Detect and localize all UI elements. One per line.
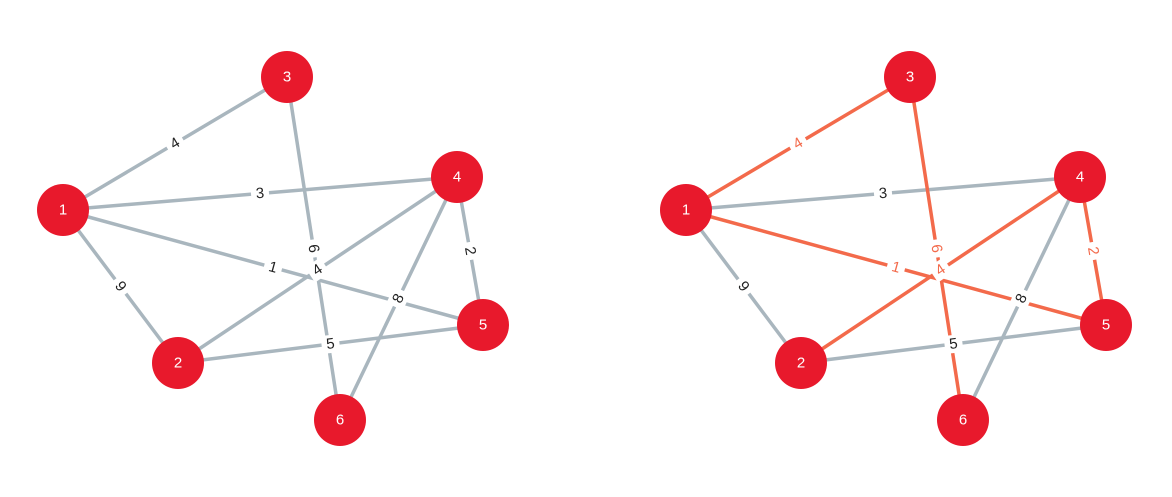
node-label-4: 4 bbox=[1076, 169, 1084, 186]
node-label-4: 4 bbox=[453, 169, 461, 186]
edge-weight-label-4-5: 2 bbox=[1084, 245, 1102, 256]
edge-weight-label-1-4: 3 bbox=[878, 185, 888, 203]
edge-label-background bbox=[303, 238, 324, 259]
edge-label-background bbox=[162, 131, 188, 156]
node-4 bbox=[431, 151, 483, 203]
edge-weight-label-3-6: 6 bbox=[927, 243, 945, 254]
edge-label-background bbox=[261, 256, 285, 279]
edge-weight-label-1-4: 3 bbox=[255, 185, 265, 203]
node-label-6: 6 bbox=[336, 412, 344, 429]
edge-label-background bbox=[386, 286, 411, 311]
edge-label-background bbox=[943, 333, 964, 355]
node-5 bbox=[1080, 299, 1132, 351]
node-label-5: 5 bbox=[1102, 317, 1110, 334]
edge-label-background bbox=[928, 257, 953, 283]
edge-weight-label-3-6: 6 bbox=[304, 243, 322, 254]
node-6 bbox=[314, 394, 366, 446]
edge-label-background bbox=[1009, 286, 1034, 311]
node-2 bbox=[775, 337, 827, 389]
edge-label-background bbox=[459, 240, 481, 262]
node-1 bbox=[37, 184, 89, 236]
edge-label-background bbox=[320, 333, 341, 355]
node-5 bbox=[457, 299, 509, 351]
node-6 bbox=[937, 394, 989, 446]
edge-weight-label-2-5: 5 bbox=[948, 335, 958, 353]
node-3 bbox=[261, 51, 313, 103]
node-3 bbox=[884, 51, 936, 103]
edge-label-background bbox=[305, 257, 330, 283]
node-label-2: 2 bbox=[797, 355, 805, 372]
edge-label-background bbox=[785, 131, 811, 156]
node-4 bbox=[1054, 151, 1106, 203]
edge-label-background bbox=[730, 273, 757, 300]
edge-weight-label-4-5: 2 bbox=[461, 245, 479, 256]
edge-label-background bbox=[250, 183, 270, 204]
node-label-1: 1 bbox=[682, 202, 690, 219]
node-2 bbox=[152, 337, 204, 389]
edge-label-background bbox=[926, 238, 947, 259]
node-label-5: 5 bbox=[479, 317, 487, 334]
node-label-3: 3 bbox=[906, 69, 914, 86]
node-label-3: 3 bbox=[283, 69, 291, 86]
edge-weight-label-2-5: 5 bbox=[325, 335, 335, 353]
edge-label-background bbox=[873, 183, 893, 204]
node-label-1: 1 bbox=[59, 202, 67, 219]
edge-label-background bbox=[107, 273, 134, 300]
edge-label-background bbox=[1082, 240, 1104, 262]
node-1 bbox=[660, 184, 712, 236]
edge-label-background bbox=[884, 256, 908, 279]
node-label-6: 6 bbox=[959, 412, 967, 429]
node-label-2: 2 bbox=[174, 355, 182, 372]
